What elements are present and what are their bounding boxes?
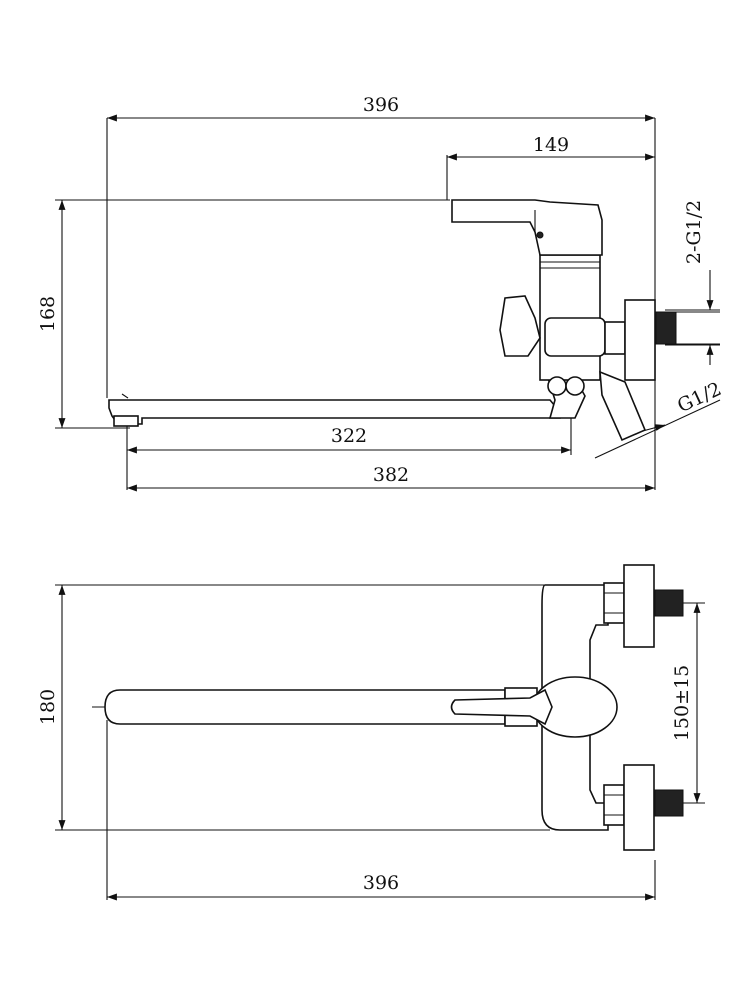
svg-text:149: 149 [533,134,569,156]
dim-overall-length-side: 396 [107,94,655,122]
side-view: 396 149 168 322 382 2-G1/2 [37,94,725,492]
svg-text:168: 168 [37,296,59,332]
dim-thread-2g: 2-G1/2 [665,200,720,365]
dim-center-distance: 150±15 [671,603,701,803]
faucet-top-body [104,564,684,851]
dim-spout-382: 382 [127,464,655,492]
svg-text:2-G1/2: 2-G1/2 [683,200,705,264]
faucet-side-body [108,199,720,442]
dim-spout-322: 322 [127,425,571,454]
svg-text:396: 396 [363,872,399,894]
svg-text:150±15: 150±15 [671,665,693,741]
dim-overall-length-top: 396 [107,872,655,901]
dim-height: 168 [37,200,66,428]
dim-handle-offset: 149 [447,134,655,161]
svg-text:180: 180 [37,689,59,725]
svg-text:382: 382 [373,464,409,486]
svg-text:322: 322 [331,425,367,447]
top-view: 180 150±15 396 [37,564,705,901]
svg-text:G1/2: G1/2 [674,378,725,417]
svg-text:396: 396 [363,94,399,116]
dim-width: 180 [37,585,66,830]
